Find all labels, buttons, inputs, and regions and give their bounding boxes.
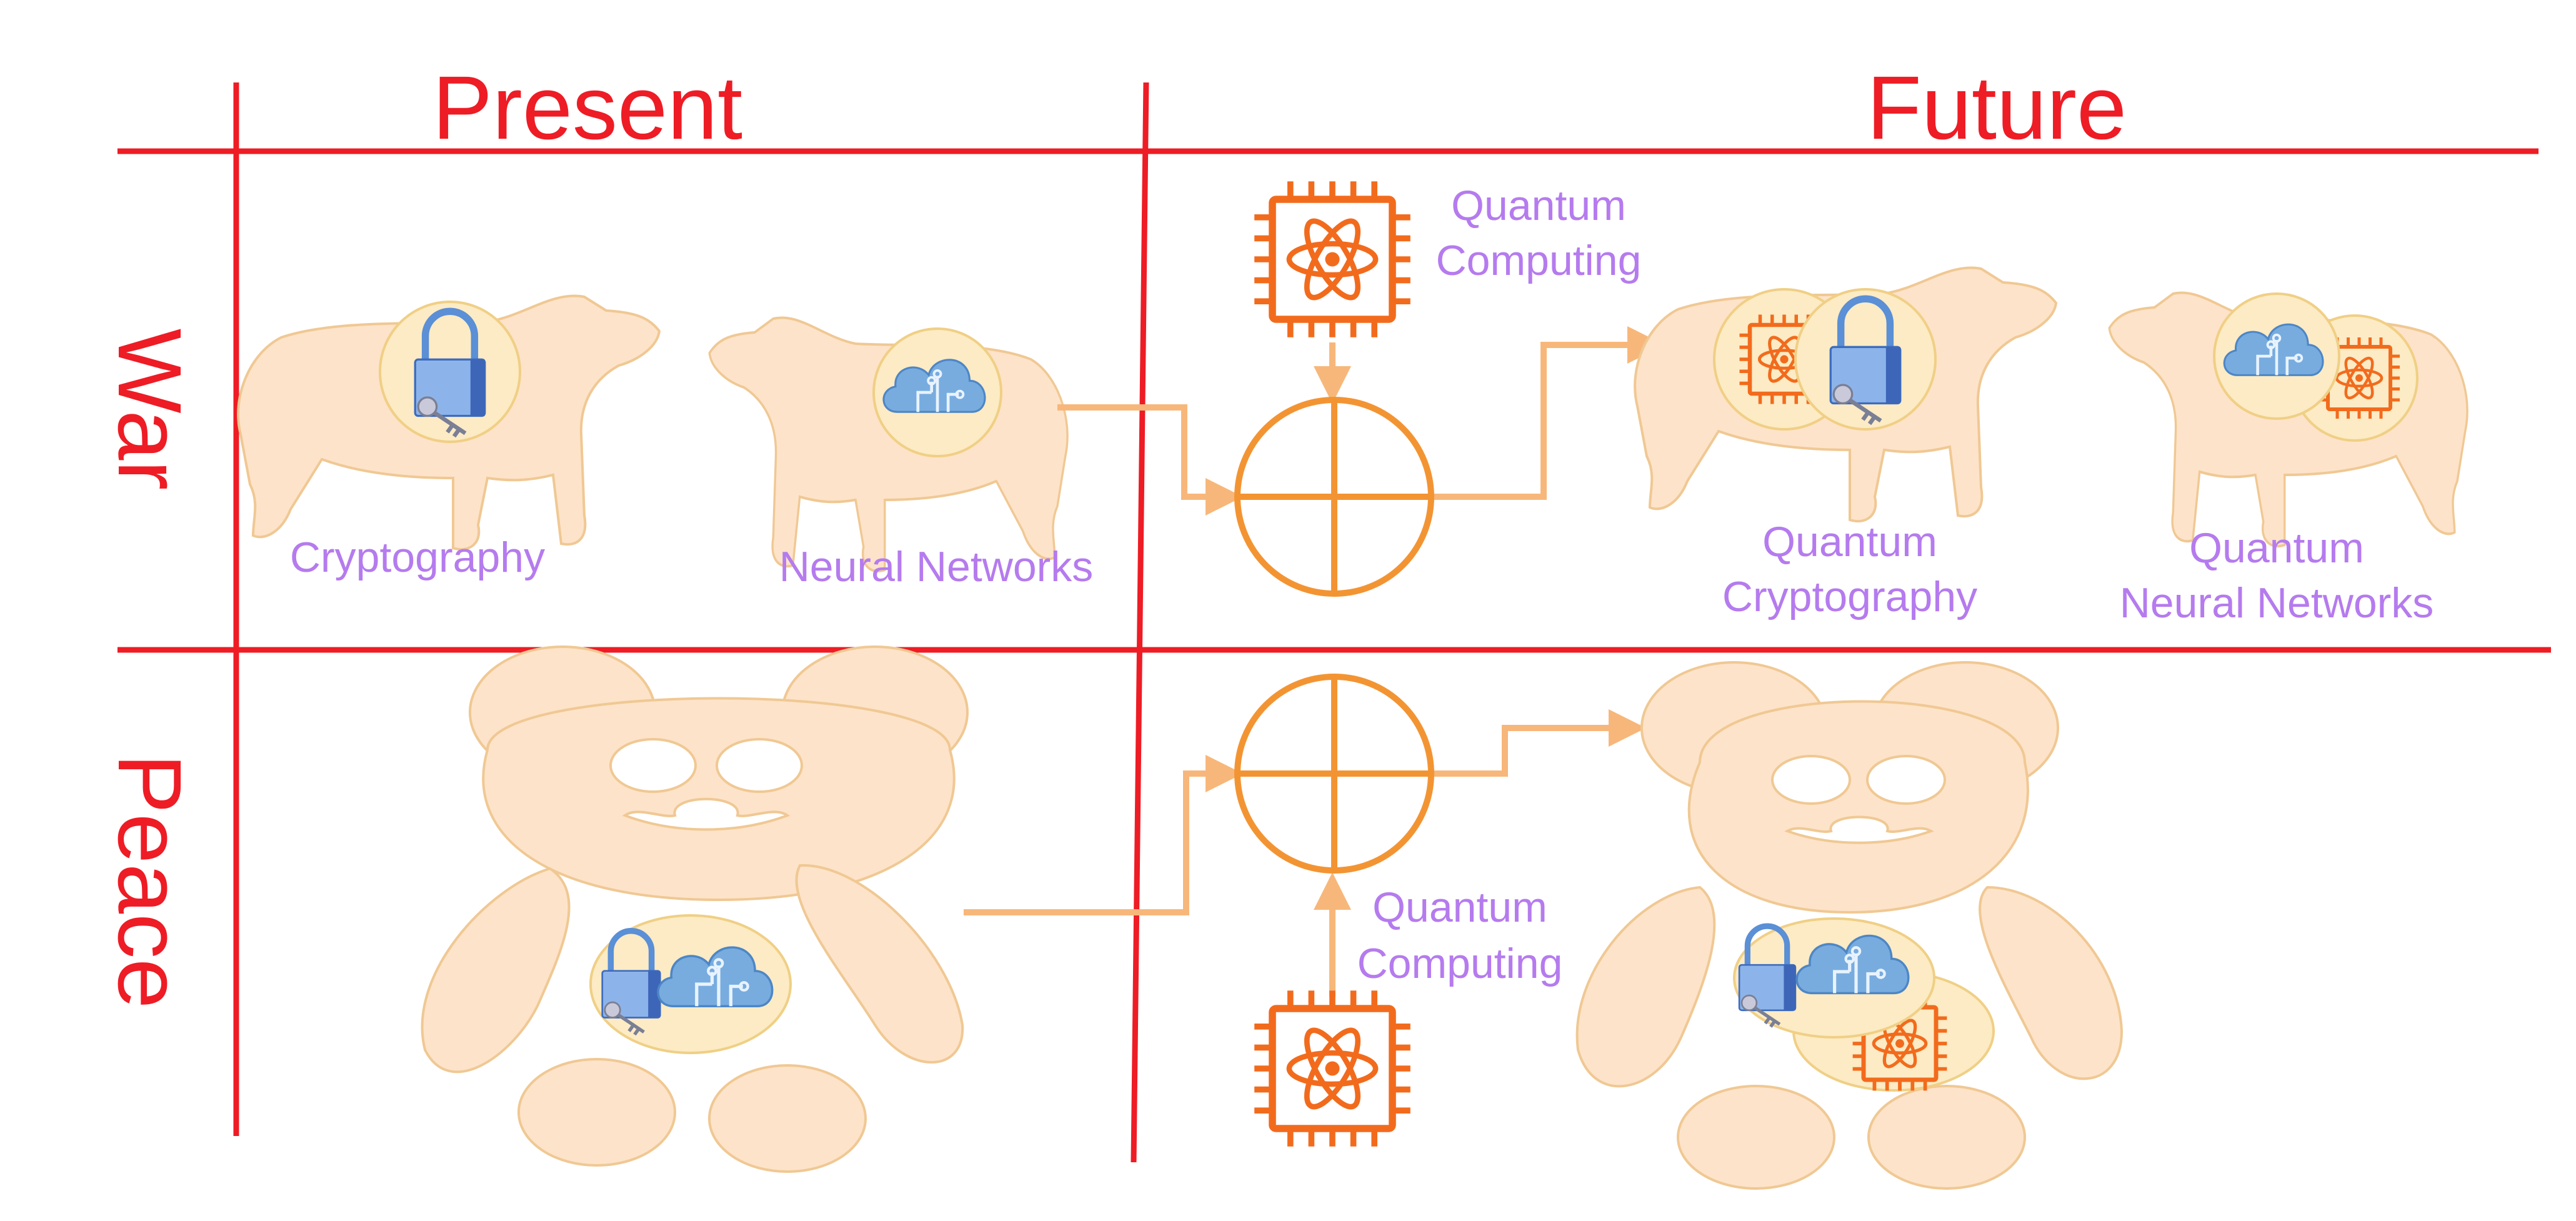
combine-icon-war <box>1237 400 1431 594</box>
label-quantum-cryptography-1: Quantum <box>1762 518 1937 566</box>
label-quantum-neural-networks-2: Neural Networks <box>2120 579 2434 627</box>
quantum-chip-icon-bottom <box>1254 990 1410 1147</box>
cryptography-badge <box>379 301 521 443</box>
neural-networks-badge <box>872 327 1002 457</box>
teddy-bear-present <box>421 645 969 1173</box>
label-quantum-cryptography-2: Cryptography <box>1722 573 1977 620</box>
lock-cloud-badge-present <box>589 914 792 1054</box>
combine-icon-peace <box>1237 677 1431 870</box>
neural-networks-badge-small <box>2213 292 2340 420</box>
header-war: War <box>99 329 200 491</box>
teddy-bear-future <box>1575 661 2124 1190</box>
label-quantum-computing-top-2: Computing <box>1436 237 1642 284</box>
label-quantum-computing-bottom-2: Computing <box>1357 940 1563 987</box>
grid-lines <box>117 82 2551 1163</box>
cryptography-badge <box>1794 288 1937 431</box>
war-flow-arrows <box>1057 326 1665 516</box>
polar-bear-cryptography <box>237 294 661 551</box>
label-quantum-computing-bottom-1: Quantum <box>1372 884 1547 931</box>
header-peace: Peace <box>99 754 200 1009</box>
peace-flow-arrows <box>964 709 1647 997</box>
label-quantum-neural-networks-1: Quantum <box>2189 524 2364 572</box>
quantum-chip-icon-top <box>1254 181 1410 337</box>
lock-cloud-badge-future <box>1733 917 1935 1039</box>
label-neural-networks: Neural Networks <box>779 543 1094 591</box>
label-quantum-computing-top-1: Quantum <box>1451 182 1626 229</box>
header-future: Future <box>1867 57 2127 158</box>
header-present: Present <box>432 57 742 158</box>
label-cryptography: Cryptography <box>290 534 545 581</box>
polar-bear-quantum-cryptography <box>1634 266 2057 523</box>
